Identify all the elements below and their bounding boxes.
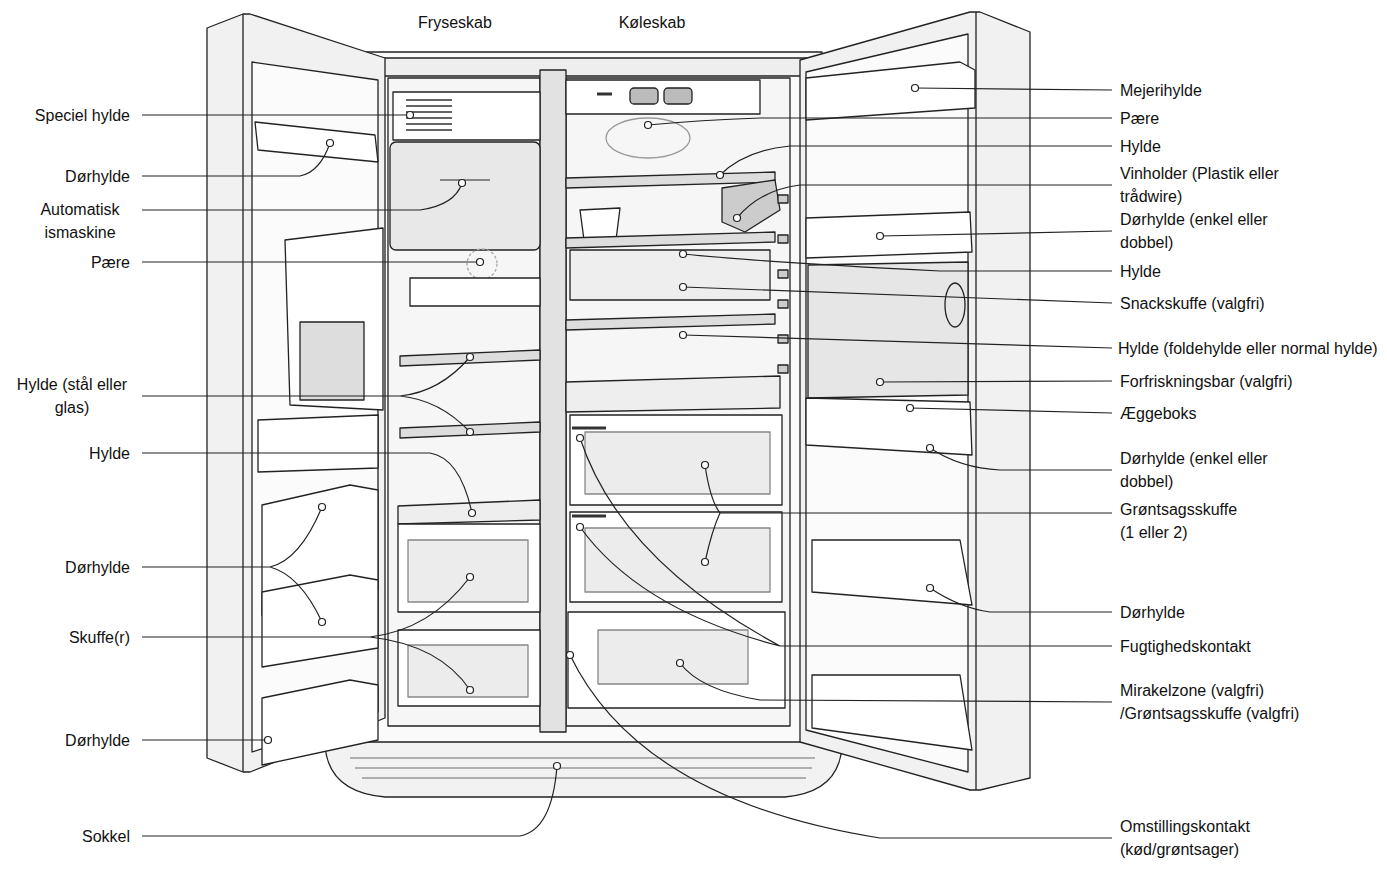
part-label: Mirakelzone (valgfri) /Grøntsagsskuffe (… <box>1120 679 1348 725</box>
part-label: Fryseskab <box>418 11 492 34</box>
part-label: Hylde <box>1120 135 1161 158</box>
part-label: Grøntsagsskuffe (1 eller 2) <box>1120 498 1255 544</box>
part-label: Dørhylde (enkel eller dobbel) <box>1120 447 1280 493</box>
part-label: Dørhylde (enkel eller dobbel) <box>1120 208 1280 254</box>
part-label: Pære <box>1120 107 1159 130</box>
part-label: Dørhylde <box>65 165 130 188</box>
part-label: Mejerihylde <box>1120 79 1202 102</box>
part-label: Dørhylde <box>1120 601 1185 624</box>
part-label: Hylde (stål eller glas) <box>12 373 132 419</box>
part-label: Forfriskningsbar (valgfri) <box>1120 370 1292 393</box>
part-label: Fugtighedskontakt <box>1120 635 1251 658</box>
part-label: Vinholder (Plastik eller trådwire) <box>1120 162 1315 208</box>
part-label: Hylde (foldehylde eller normal hylde) <box>1118 337 1378 360</box>
part-label: Hylde <box>1120 260 1161 283</box>
part-label: Snackskuffe (valgfri) <box>1120 292 1265 315</box>
part-label: Dørhylde <box>65 729 130 752</box>
part-label: Omstillingskontakt (kød/grøntsager) <box>1120 815 1278 861</box>
part-label: Automatisk ismaskine <box>30 198 130 244</box>
part-label: Pære <box>91 251 130 274</box>
part-label: Speciel hylde <box>35 104 130 127</box>
part-label: Sokkel <box>82 825 130 848</box>
part-label: Æggeboks <box>1120 402 1197 425</box>
leader-lines <box>142 88 1112 838</box>
part-label: Køleskab <box>619 11 686 34</box>
part-label: Skuffe(r) <box>69 626 130 649</box>
part-label: Dørhylde <box>65 556 130 579</box>
part-label: Hylde <box>89 442 130 465</box>
